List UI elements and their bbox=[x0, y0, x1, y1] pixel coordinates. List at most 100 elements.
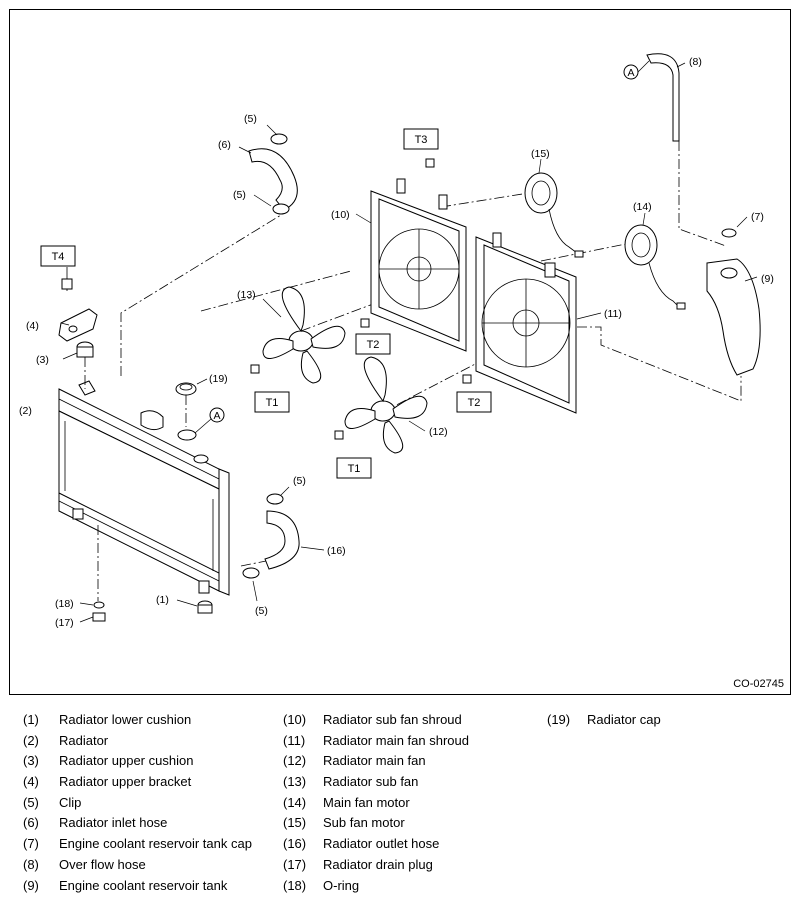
legend-item: (19) Radiator cap bbox=[547, 710, 661, 731]
callout-14: (14) bbox=[633, 201, 652, 213]
radiator-cap bbox=[175, 378, 208, 427]
torque-t2-sub: T2 bbox=[367, 339, 380, 351]
callout-16: (16) bbox=[327, 545, 346, 557]
legend-item-number: (12) bbox=[283, 753, 307, 769]
legend-item-name: Radiator cap bbox=[587, 712, 661, 727]
connection-markers: A A bbox=[194, 60, 650, 434]
callout-5-outlet-top: (5) bbox=[293, 475, 306, 487]
callout-18: (18) bbox=[55, 598, 74, 610]
legend-item-name: Clip bbox=[59, 794, 82, 810]
legend-item-name: Radiator drain plug bbox=[323, 856, 433, 872]
torque-labels: T3 T4 T2 T1 T2 T1 bbox=[40, 128, 492, 479]
callout-2: (2) bbox=[19, 405, 32, 417]
legend-item-name: Radiator sub fan bbox=[323, 774, 419, 790]
upper-bracket-assembly bbox=[58, 267, 98, 389]
callout-17: (17) bbox=[55, 617, 74, 629]
legend-item-number: (9) bbox=[23, 877, 39, 893]
legend-item-number: (13) bbox=[283, 774, 307, 790]
torque-t3: T3 bbox=[415, 134, 428, 146]
exploded-diagram: (1) (2) (3) (4) (5) (5) (5) (5) (6) (7) … bbox=[9, 9, 791, 695]
legend-item-name: Radiator lower cushion bbox=[59, 712, 192, 727]
legend-item-number: (17) bbox=[283, 856, 307, 872]
legend-item: (1) Radiator lower cushion bbox=[23, 710, 191, 731]
callout-11: (11) bbox=[604, 308, 622, 320]
callout-3: (3) bbox=[36, 354, 49, 366]
main-fan-motor bbox=[624, 212, 686, 310]
legend-column-3: (19) Radiator cap bbox=[547, 710, 661, 731]
legend-item: (9) Engine coolant reservoir tank bbox=[23, 876, 227, 897]
torque-t2-main: T2 bbox=[468, 397, 481, 409]
sub-fan bbox=[262, 286, 346, 384]
legend-item: (8) Over flow hose bbox=[23, 855, 146, 876]
callout-10: (10) bbox=[331, 209, 350, 221]
legend-item-name: Engine coolant reservoir tank bbox=[59, 877, 228, 893]
legend-item: (12) Radiator main fan bbox=[283, 751, 426, 772]
legend-item-name: Radiator main fan bbox=[323, 753, 426, 769]
radiator-outlet-hose bbox=[242, 486, 325, 602]
diagram-drawing: (1) (2) (3) (4) (5) (5) (5) (5) (6) (7) … bbox=[19, 53, 774, 629]
legend-item-number: (16) bbox=[283, 836, 307, 852]
legend-column-1: (1)Radiator lower cushion(2)Radiator(3)R… bbox=[23, 710, 252, 897]
callout-4: (4) bbox=[26, 320, 39, 332]
legend-item-number: (4) bbox=[23, 774, 39, 790]
callout-1: (1) bbox=[156, 594, 169, 606]
sub-fan-motor bbox=[524, 158, 584, 258]
legend-item: (3)Radiator upper cushion bbox=[23, 751, 193, 772]
legend-item-number: (15) bbox=[283, 815, 307, 831]
callout-12: (12) bbox=[429, 426, 448, 438]
marker-a-radiator: A bbox=[213, 410, 220, 422]
callout-5-inlet: (5) bbox=[233, 189, 246, 201]
legend-item-number: (19) bbox=[547, 712, 571, 727]
legend-item-name: Radiator main fan shroud bbox=[323, 732, 469, 748]
legend-item-number: (6) bbox=[23, 815, 39, 831]
callout-19: (19) bbox=[209, 373, 228, 385]
radiator-inlet-hose bbox=[238, 124, 298, 215]
torque-t1-main: T1 bbox=[348, 463, 361, 475]
legend-item: (10)Radiator sub fan shroud bbox=[283, 710, 462, 731]
torque-t4: T4 bbox=[52, 251, 65, 263]
main-fan bbox=[344, 356, 428, 454]
legend-item: (17) Radiator drain plug bbox=[283, 855, 433, 876]
callout-5-top: (5) bbox=[244, 113, 257, 125]
legend-item-name: O-ring bbox=[323, 877, 360, 893]
legend-item: (13) Radiator sub fan bbox=[283, 772, 418, 793]
legend-item: (2) Radiator bbox=[23, 731, 108, 752]
legend-column-2: (10)Radiator sub fan shroud(11)Radiator … bbox=[283, 710, 469, 897]
legend-item: (6) Radiator inlet hose bbox=[23, 813, 167, 834]
legend-item: (11)Radiator main fan shroud bbox=[283, 731, 469, 752]
legend-item-number: (3) bbox=[23, 753, 39, 769]
callout-6: (6) bbox=[218, 139, 231, 151]
legend-item: (16)Radiator outlet hose bbox=[283, 834, 439, 855]
legend-item-number: (7) bbox=[23, 836, 39, 852]
callout-9: (9) bbox=[761, 273, 774, 285]
marker-a-hose: A bbox=[627, 67, 634, 79]
legend-item-number: (10) bbox=[283, 712, 307, 727]
legend-item-number: (8) bbox=[23, 856, 39, 872]
legend-item-number: (14) bbox=[283, 794, 307, 810]
callout-13: (13) bbox=[237, 289, 256, 301]
legend-item-number: (2) bbox=[23, 732, 39, 748]
legend-item-name: Radiator upper bracket bbox=[59, 774, 192, 790]
callout-15: (15) bbox=[531, 148, 550, 160]
assembly-lines bbox=[120, 141, 742, 567]
bolts bbox=[250, 158, 472, 440]
reservoir-tank bbox=[646, 53, 761, 376]
drain-plug-and-o-ring bbox=[79, 601, 106, 623]
legend-item: (14) Main fan motor bbox=[283, 793, 410, 814]
torque-t1-sub: T1 bbox=[266, 397, 279, 409]
legend-item-name: Main fan motor bbox=[323, 794, 410, 810]
legend-item: (18) O-ring bbox=[283, 876, 359, 897]
legend-item: (5)Clip bbox=[23, 793, 81, 814]
callout-8: (8) bbox=[689, 56, 702, 68]
legend-item: (4) Radiator upper bracket bbox=[23, 772, 191, 793]
legend-item-number: (18) bbox=[283, 877, 307, 893]
legend-item-name: Sub fan motor bbox=[323, 815, 405, 831]
legend-item-number: (1) bbox=[23, 712, 39, 727]
callout-5-outlet-bottom: (5) bbox=[255, 605, 268, 617]
legend-item-name: Over flow hose bbox=[59, 856, 146, 872]
callout-7: (7) bbox=[751, 211, 764, 223]
radiator bbox=[58, 380, 230, 601]
callout-labels: (1) (2) (3) (4) (5) (5) (5) (5) (6) (7) … bbox=[19, 56, 774, 629]
legend-item-name: Radiator bbox=[59, 732, 109, 748]
legend-item-name: Radiator inlet hose bbox=[59, 815, 168, 831]
